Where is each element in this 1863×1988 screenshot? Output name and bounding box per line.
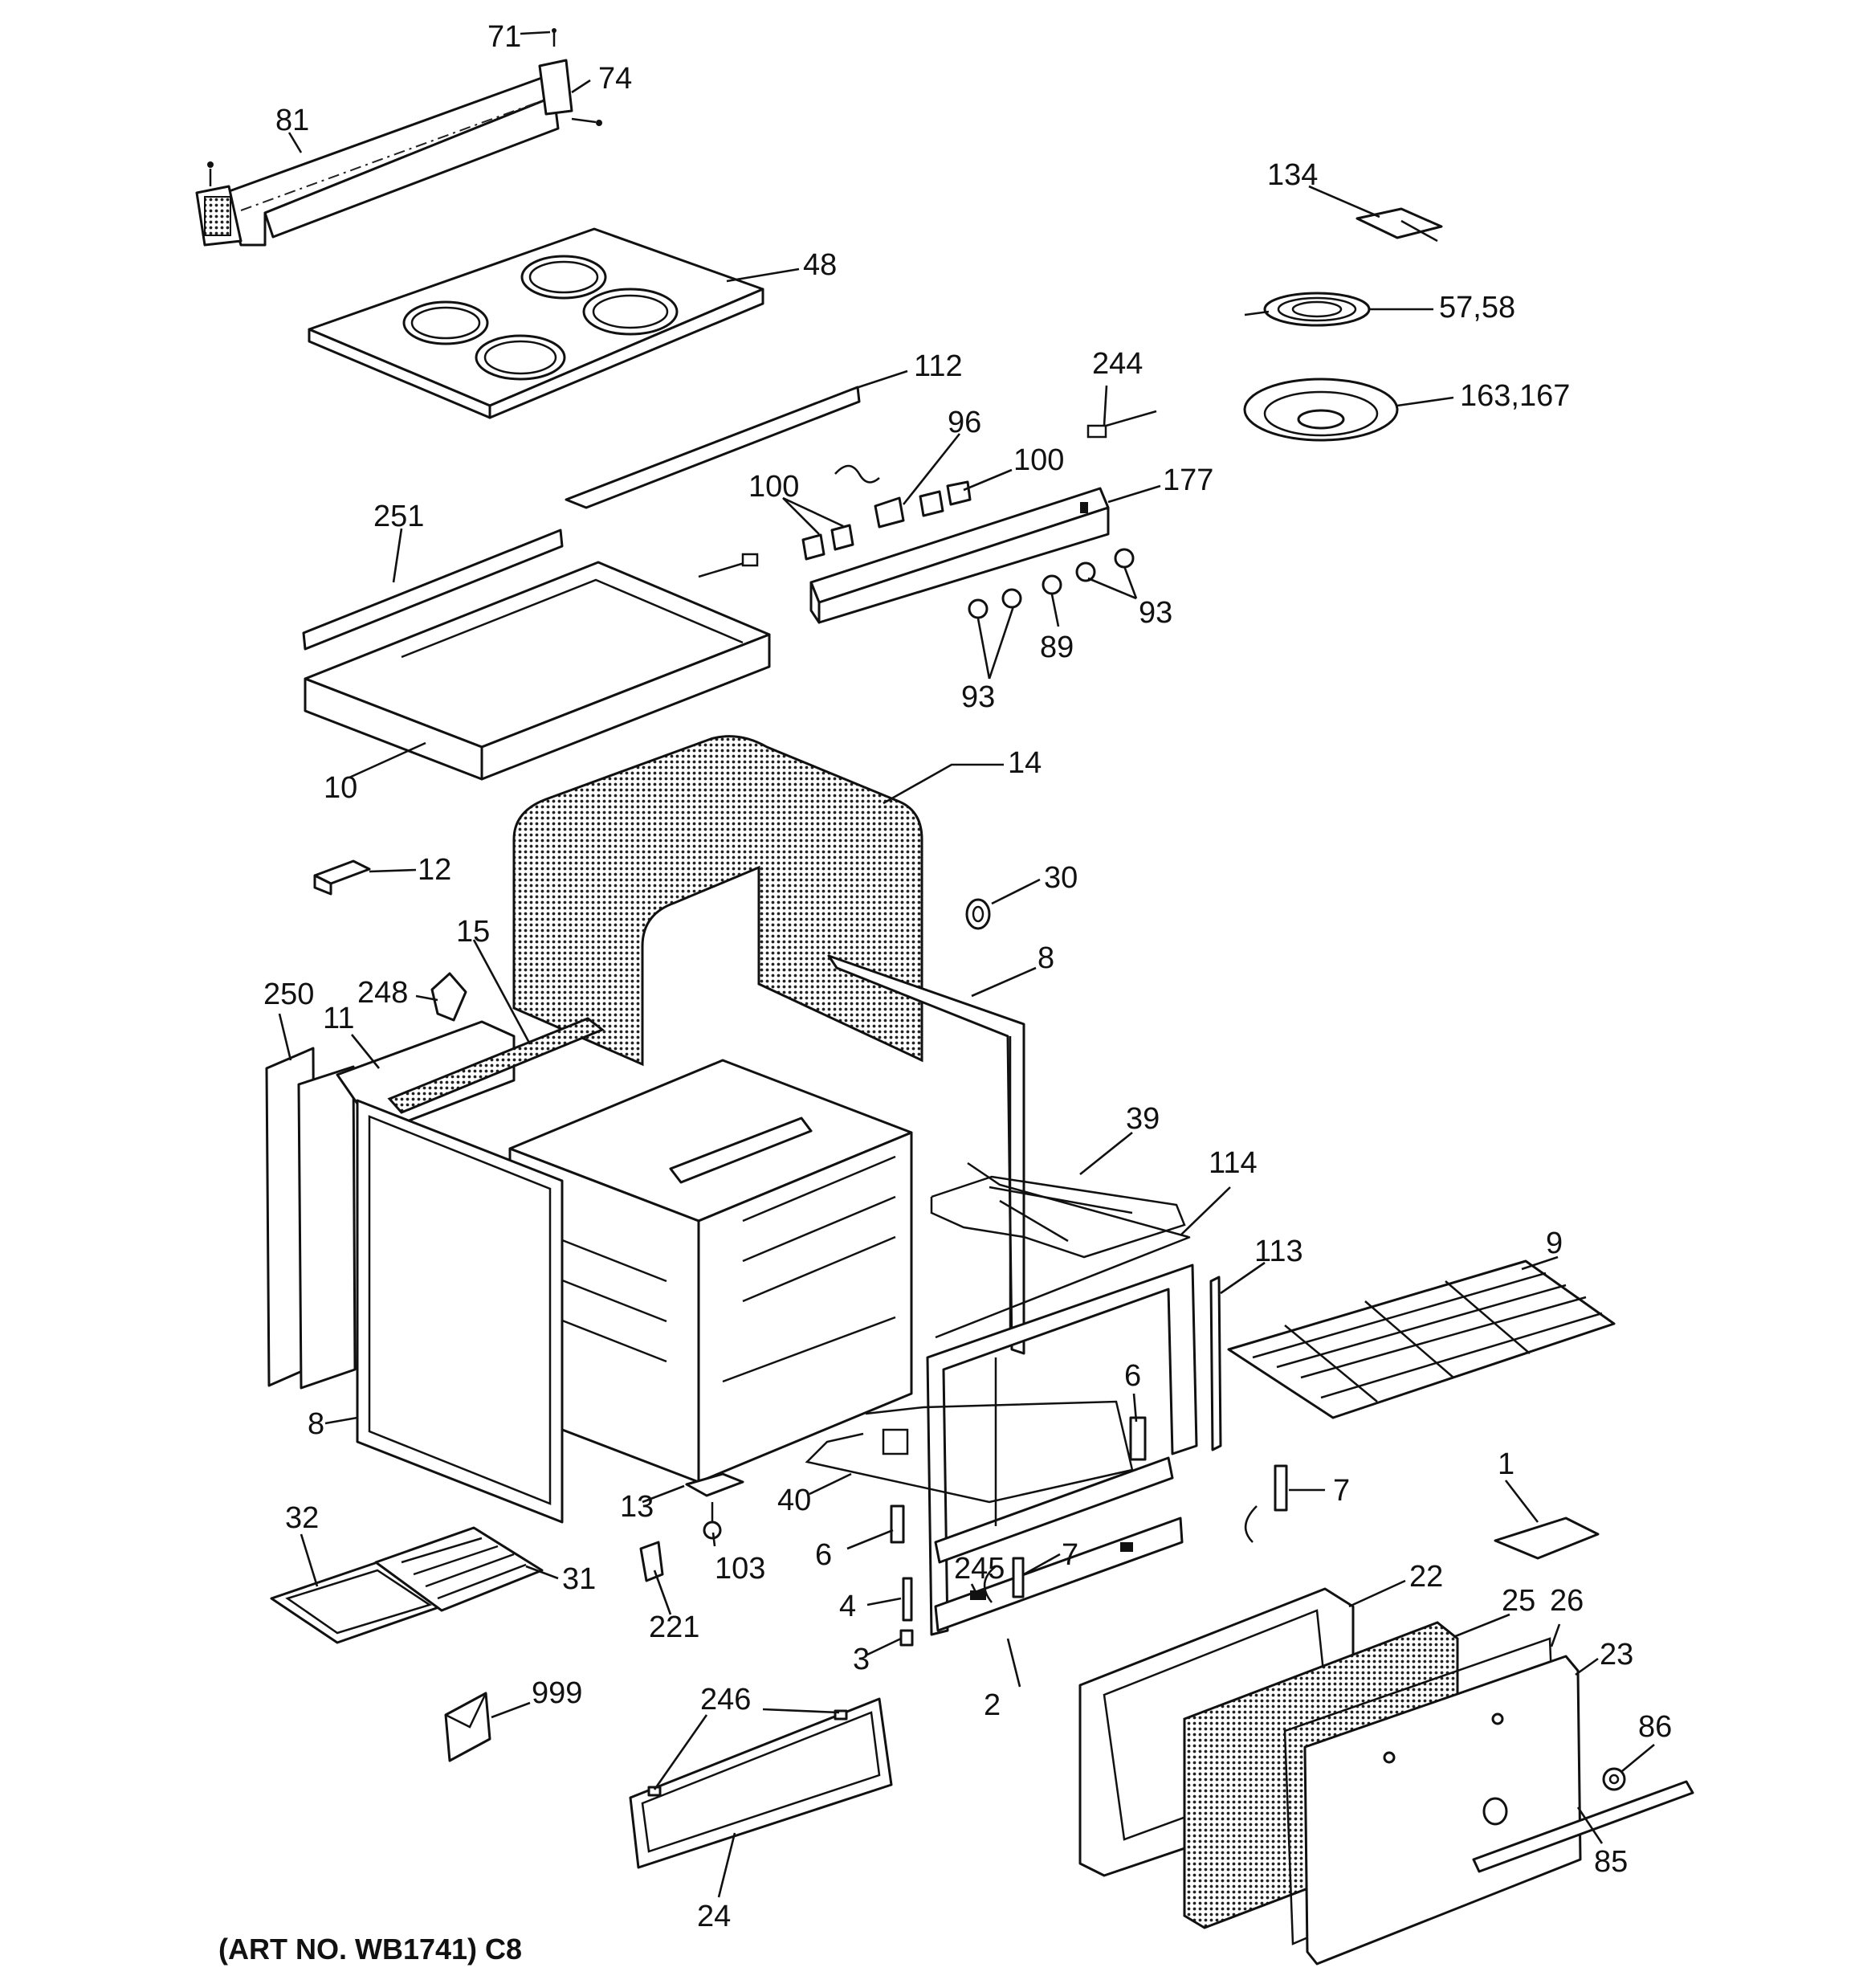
callout-245: 245 xyxy=(954,1552,1005,1586)
callout-100-left: 100 xyxy=(748,470,799,504)
callout-31: 31 xyxy=(562,1562,596,1596)
callout-39: 39 xyxy=(1126,1102,1160,1136)
callout-999: 999 xyxy=(532,1676,582,1710)
callout-48: 48 xyxy=(803,248,837,282)
part-bake-element xyxy=(805,1400,1134,1504)
part-drip-pan xyxy=(1243,378,1399,442)
callout-221: 221 xyxy=(649,1610,699,1644)
callout-26: 26 xyxy=(1550,1584,1584,1618)
part-top-frame xyxy=(302,529,771,781)
callout-74: 74 xyxy=(598,62,632,96)
callout-93-left: 93 xyxy=(961,680,995,714)
callout-15: 15 xyxy=(456,915,490,949)
callout-8-upper: 8 xyxy=(1037,941,1054,975)
part-handle-cap xyxy=(1602,1767,1626,1791)
callout-134: 134 xyxy=(1267,158,1318,192)
callout-86: 86 xyxy=(1638,1710,1672,1744)
part-oven-liner xyxy=(508,1059,913,1484)
art-number-caption: (ART NO. WB1741) C8 xyxy=(218,1933,523,1966)
callout-3: 3 xyxy=(853,1643,870,1676)
callout-248: 248 xyxy=(357,976,408,1010)
part-literature xyxy=(444,1692,491,1762)
callout-6-lower: 6 xyxy=(815,1538,832,1572)
callout-32: 32 xyxy=(285,1501,319,1535)
callout-244: 244 xyxy=(1092,347,1143,381)
callout-10: 10 xyxy=(324,771,357,805)
part-clip xyxy=(1494,1517,1600,1560)
part-oven-insulation xyxy=(512,735,923,1067)
part-door-handle xyxy=(1472,1780,1694,1873)
callout-24: 24 xyxy=(697,1900,731,1933)
callout-25: 25 xyxy=(1502,1584,1535,1618)
part-hinge-brackets xyxy=(890,1416,1288,1647)
callout-8-lower: 8 xyxy=(308,1407,324,1441)
callout-7-right: 7 xyxy=(1333,1474,1350,1508)
callout-57-58: 57,58 xyxy=(1439,291,1515,325)
callout-81: 81 xyxy=(275,104,309,137)
callout-251: 251 xyxy=(373,500,424,533)
callout-114: 114 xyxy=(1209,1146,1258,1180)
leader-lines xyxy=(278,31,1655,1898)
part-small-hardware xyxy=(639,1472,744,1582)
callout-246: 246 xyxy=(700,1683,751,1717)
callout-113: 113 xyxy=(1254,1235,1303,1268)
callout-177: 177 xyxy=(1163,463,1213,497)
part-oven-rack xyxy=(1227,1259,1616,1419)
callout-6-upper: 6 xyxy=(1124,1359,1141,1393)
part-outer-door xyxy=(1303,1655,1582,1966)
part-left-side xyxy=(356,1099,564,1524)
part-backguard xyxy=(195,75,560,247)
part-broil-grid xyxy=(374,1526,544,1612)
part-broil-element xyxy=(930,1161,1189,1259)
callout-23: 23 xyxy=(1600,1638,1633,1672)
callout-93-right: 93 xyxy=(1139,596,1172,630)
callout-4: 4 xyxy=(839,1590,856,1623)
callout-7-lower: 7 xyxy=(1062,1538,1078,1572)
callout-labels: 71 74 81 134 48 57,58 112 244 163,167 96… xyxy=(263,20,1672,1933)
part-grommet xyxy=(965,898,991,930)
part-control-panel xyxy=(698,410,1157,624)
callout-89: 89 xyxy=(1040,631,1074,664)
callout-96: 96 xyxy=(948,406,981,439)
callout-103: 103 xyxy=(715,1552,765,1586)
part-bracket-screw xyxy=(538,28,602,126)
callout-13: 13 xyxy=(620,1490,654,1524)
callout-30: 30 xyxy=(1044,861,1078,895)
callout-71: 71 xyxy=(487,20,521,54)
part-drawer-panel xyxy=(629,1697,893,1869)
callout-14: 14 xyxy=(1008,746,1042,780)
part-side-panels xyxy=(265,972,605,1390)
part-cooktop xyxy=(308,227,764,419)
callout-1: 1 xyxy=(1498,1447,1514,1481)
callout-11: 11 xyxy=(323,1002,354,1035)
callout-250: 250 xyxy=(263,978,314,1011)
part-surface-element xyxy=(1244,292,1371,327)
callout-22: 22 xyxy=(1409,1560,1443,1594)
callout-9: 9 xyxy=(1546,1227,1563,1260)
callout-12: 12 xyxy=(418,853,451,887)
part-vertical-strip xyxy=(1209,1276,1222,1451)
callout-40: 40 xyxy=(777,1484,811,1517)
callout-2: 2 xyxy=(984,1688,1001,1722)
callout-100-right: 100 xyxy=(1013,443,1064,477)
part-trim-strip xyxy=(565,386,861,509)
part-terminal-block-small xyxy=(313,859,371,896)
callout-163-167: 163,167 xyxy=(1460,379,1570,413)
callout-85: 85 xyxy=(1594,1845,1628,1879)
callout-112: 112 xyxy=(914,349,963,383)
